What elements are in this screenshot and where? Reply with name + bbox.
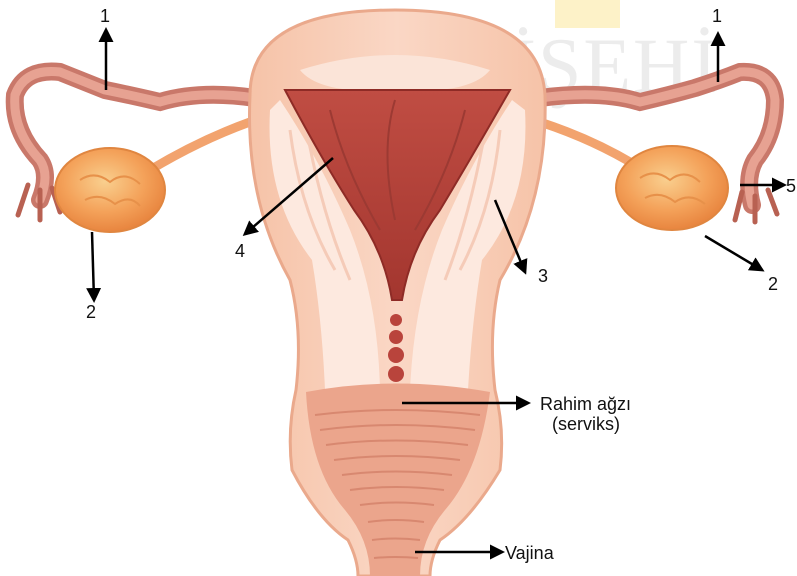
label-3: 3 [538, 266, 548, 286]
label-1-left: 1 [100, 6, 110, 26]
ovary-right [616, 146, 728, 230]
label-1-right: 1 [712, 6, 722, 26]
ovarian-ligament-left [150, 122, 250, 170]
ovarian-ligament-right [540, 122, 640, 168]
label-vagina: Vajina [505, 543, 555, 563]
fimbriae-right [735, 190, 777, 222]
arrow-2-left [92, 232, 94, 300]
label-4: 4 [235, 241, 245, 261]
label-2-right: 2 [768, 274, 778, 294]
arrow-2-right [705, 236, 762, 270]
ovary-left [55, 148, 165, 232]
label-cervix-line2: (serviks) [552, 414, 620, 434]
label-2-left: 2 [86, 302, 96, 322]
label-cervix-line1: Rahim ağzı [540, 394, 631, 414]
fimbriae-left [18, 185, 60, 220]
label-5: 5 [786, 176, 796, 196]
